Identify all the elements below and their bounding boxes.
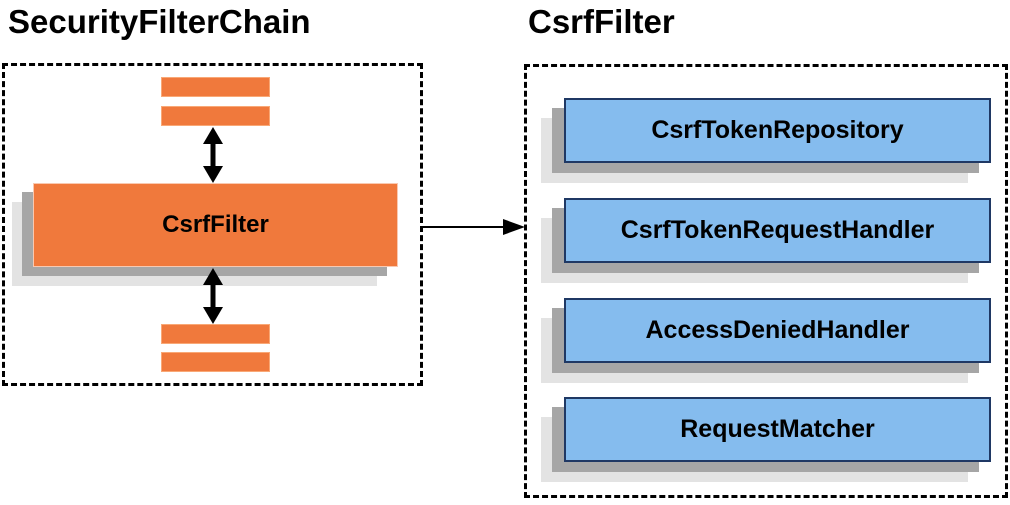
component-box-csrf-token-request-handler: CsrfTokenRequestHandler — [564, 198, 991, 263]
security-filter-chain-box — [2, 63, 423, 386]
component-label: AccessDeniedHandler — [645, 316, 910, 344]
component-label: RequestMatcher — [680, 415, 875, 443]
csrf-filter-node-label: CsrfFilter — [162, 211, 269, 238]
component-box-csrf-token-repository: CsrfTokenRepository — [564, 98, 991, 163]
component-box-access-denied-handler: AccessDeniedHandler — [564, 298, 991, 363]
component-label: CsrfTokenRequestHandler — [620, 216, 935, 244]
security-filter-chain-title: SecurityFilterChain — [8, 3, 311, 40]
flow-arrow-icon — [421, 219, 525, 235]
csrf-filter-node: CsrfFilter — [33, 183, 398, 267]
bidirectional-arrow-icon — [203, 268, 223, 324]
csrf-filter-title: CsrfFilter — [528, 3, 675, 40]
filter-placeholder-bar — [161, 106, 270, 126]
bidirectional-arrow-icon — [203, 127, 223, 183]
component-box-request-matcher: RequestMatcher — [564, 397, 991, 462]
csrf-filter-box: CsrfTokenRepository CsrfTokenRequestHand… — [524, 64, 1008, 498]
filter-placeholder-bar — [161, 352, 270, 372]
filter-placeholder-bar — [161, 77, 270, 97]
component-label: CsrfTokenRepository — [651, 116, 904, 144]
filter-placeholder-bar — [161, 324, 270, 344]
